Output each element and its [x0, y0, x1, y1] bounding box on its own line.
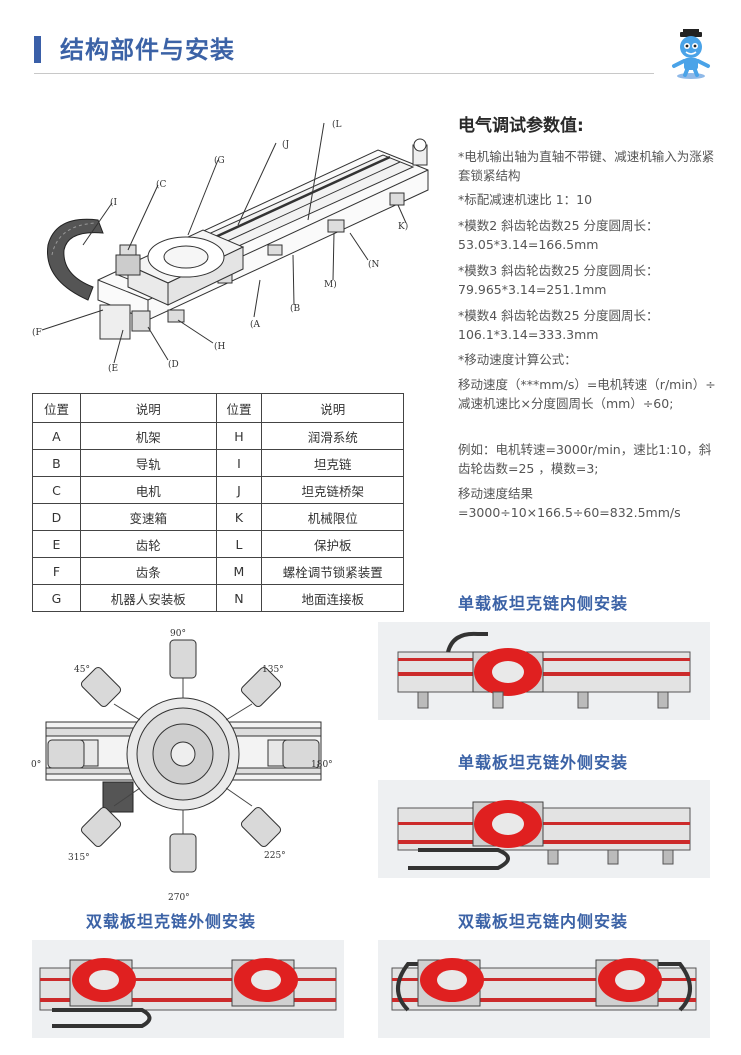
- robot-mascot-icon: [672, 29, 710, 79]
- table-cell: 保护板: [261, 530, 404, 558]
- table-cell: G: [32, 584, 81, 612]
- table-cell: 机器人安装板: [79, 584, 217, 612]
- angle-label-315: 315°: [68, 853, 90, 863]
- table-cell: 齿轮: [79, 530, 217, 558]
- param-line: 移动速度（***mm/s）=电机转速（r/min）÷减速机速比×分度圆周长（mm…: [458, 377, 716, 411]
- parts-table: 位置 说明 位置 说明 A 机架 H 润滑系统 B 导轨 I 坦克链 C 电机 …: [32, 393, 404, 612]
- header-divider: [34, 73, 654, 74]
- callout-D: (D: [168, 359, 179, 370]
- table-cell: 螺栓调节锁紧装置: [261, 557, 404, 585]
- angle-label-0: 0°: [31, 760, 41, 770]
- header-cell: 位置: [32, 393, 81, 423]
- table-cell: J: [215, 476, 263, 504]
- callout-M: M): [324, 279, 337, 290]
- table-row: E 齿轮 L 保护板: [32, 530, 404, 558]
- single-carrier-inner-chain-image: [378, 622, 710, 720]
- table-cell: L: [215, 530, 263, 558]
- table-cell: 变速箱: [79, 503, 217, 531]
- table-row: B 导轨 I 坦克链: [32, 449, 404, 477]
- table-cell: C: [32, 476, 81, 504]
- table-cell: K: [215, 503, 263, 531]
- table-cell: H: [215, 422, 263, 450]
- single-carrier-outer-chain-image: [378, 780, 710, 878]
- table-cell: D: [32, 503, 81, 531]
- param-line: *模数3 斜齿轮齿数25 分度圆周长：79.965*3.14=251.1mm: [458, 263, 659, 297]
- table-row: G 机器人安装板 N 地面连接板: [32, 584, 404, 612]
- table-cell: 坦克链: [261, 449, 404, 477]
- table-cell: 电机: [79, 476, 217, 504]
- table-cell: A: [32, 422, 81, 450]
- double-carrier-outer-chain-image: [32, 940, 344, 1038]
- angle-label-90: 90°: [170, 629, 186, 639]
- param-line: *模数4 斜齿轮齿数25 分度圆周长：106.1*3.14=333.3mm: [458, 308, 659, 342]
- table-cell: F: [32, 557, 81, 585]
- table-header-row: 位置 说明 位置 说明: [32, 393, 404, 423]
- double-carrier-inner-chain-image: [378, 940, 710, 1038]
- table-cell: 导轨: [79, 449, 217, 477]
- header-cell: 说明: [261, 393, 404, 423]
- caption-double-outer: 双载板坦克链外侧安装: [86, 912, 257, 931]
- table-cell: 地面连接板: [261, 584, 404, 612]
- page-title: 结构部件与安装: [60, 36, 235, 64]
- angle-label-270: 270°: [168, 893, 190, 903]
- table-row: D 变速箱 K 机械限位: [32, 503, 404, 531]
- param-line: *模数2 斜齿轮齿数25 分度圆周长：53.05*3.14=166.5mm: [458, 218, 659, 252]
- table-row: C 电机 J 坦克链桥架: [32, 476, 404, 504]
- caption-double-inner: 双载板坦克链内侧安装: [458, 912, 629, 931]
- table-cell: M: [215, 557, 263, 585]
- table-cell: I: [215, 449, 263, 477]
- table-row: F 齿条 M 螺栓调节锁紧装置: [32, 557, 404, 585]
- callout-A: (A: [250, 319, 261, 330]
- table-cell: 机架: [79, 422, 217, 450]
- callout-L: (L: [332, 119, 342, 130]
- callout-B: (B: [290, 303, 301, 314]
- table-cell: 润滑系统: [261, 422, 404, 450]
- callout-K: K): [398, 221, 408, 232]
- electrical-params-title: 电气调试参数值:: [458, 116, 584, 136]
- param-line: *移动速度计算公式：: [458, 352, 577, 367]
- angle-label-225: 225°: [264, 851, 286, 861]
- callout-I: (I: [110, 197, 118, 208]
- angle-label-180: 180°: [311, 760, 333, 770]
- table-cell: N: [215, 584, 263, 612]
- table-cell: 齿条: [79, 557, 217, 585]
- header-accent-bar: [34, 36, 41, 63]
- table-cell: E: [32, 530, 81, 558]
- table-cell: 坦克链桥架: [261, 476, 404, 504]
- header-cell: 位置: [215, 393, 263, 423]
- callout-H: (H: [214, 341, 226, 352]
- table-row: A 机架 H 润滑系统: [32, 422, 404, 450]
- angle-label-135: 135°: [262, 665, 284, 675]
- callout-E: (E: [108, 363, 118, 374]
- angle-label-45: 45°: [74, 665, 90, 675]
- callout-J: (J: [282, 139, 290, 150]
- robot-rotation-angles-diagram: 90° 135° 45° 0° 180° 315° 225° 270°: [31, 629, 333, 903]
- linear-track-isometric-drawing: (L (J (G (C (I (F (E (D (H (A (B M) (N K…: [32, 119, 429, 374]
- caption-single-inner: 单载板坦克链内侧安装: [458, 594, 629, 613]
- caption-single-outer: 单载板坦克链外侧安装: [458, 753, 629, 772]
- table-cell: B: [32, 449, 81, 477]
- callout-G: (G: [214, 155, 225, 166]
- callout-F: (F: [32, 327, 42, 338]
- param-line: 移动速度结果=3000÷10×166.5÷60=832.5mm/s: [458, 486, 681, 520]
- callout-N: (N: [368, 259, 380, 270]
- header-cell: 说明: [79, 393, 217, 423]
- table-cell: 机械限位: [261, 503, 404, 531]
- param-line: 例如：电机转速=3000r/min，速比1:10，斜齿轮齿数=25 ，模数=3;: [458, 442, 712, 476]
- param-line: *标配减速机速比 1：10: [458, 192, 593, 207]
- param-line: *电机输出轴为直轴不带键、减速机输入为涨紧套锁紧结构: [458, 149, 715, 183]
- callout-C: (C: [156, 179, 167, 190]
